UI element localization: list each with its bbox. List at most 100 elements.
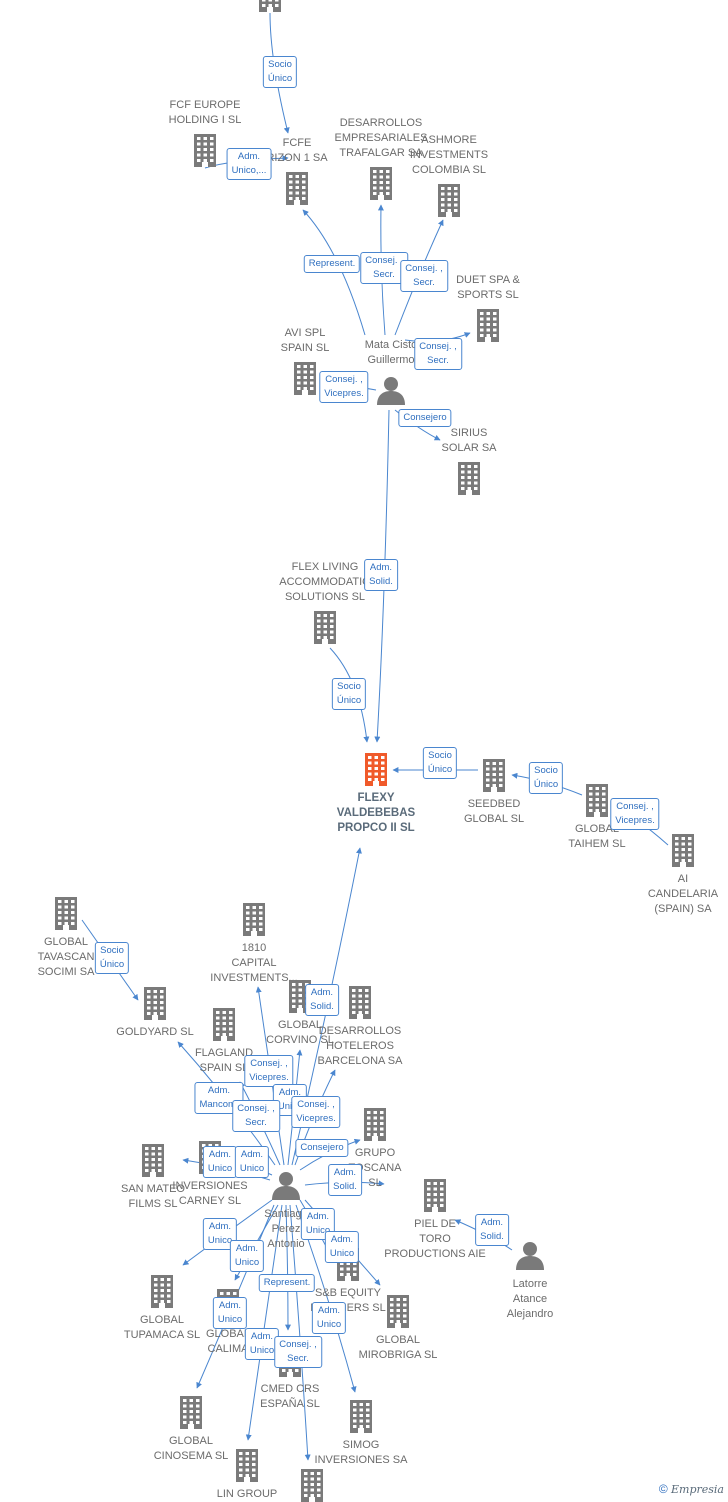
building-icon [180,1396,202,1429]
node-label: Latorre Atance Alejandro [506,1278,554,1320]
company-node[interactable]: GLOBAL TAIHEM SL [568,784,626,850]
company-node[interactable]: S&B EQUITY PARTNERS SL [310,1248,386,1314]
company-node[interactable] [301,1469,323,1502]
edge-line [284,1204,291,1331]
main-company-node[interactable]: FLEXY VALDEBEBAS PROPCO II SL [337,753,415,834]
building-icon [314,611,336,644]
edge-label[interactable]: Consej. , Secr. [414,338,462,370]
edge-label[interactable]: Adm. Unico [311,1302,347,1334]
company-node[interactable]: DESARROLLOS EMPRESARIALES TRAFALGAR SA [335,117,427,200]
node-label: GLOBAL TAVASCAN SOCIMI SA [37,936,95,978]
edge-label[interactable]: Consejero [295,1139,349,1157]
building-icon [55,897,77,930]
company-node[interactable]: SIMOG INVERSIONES SA [315,1400,407,1466]
edge-label[interactable]: Adm. Unico,... [226,148,272,180]
company-node[interactable]: LIN GROUP [217,1449,277,1500]
company-node[interactable]: ASHMORE INVESTMENTS COLOMBIA SL [410,134,488,217]
node-label: GLOBAL CORVINO SL [266,1019,334,1046]
person-node[interactable]: Santiago Perez Antonio [264,1172,308,1250]
company-node[interactable]: GLOBAL CINOSEMA SL [154,1396,228,1462]
building-icon [477,309,499,342]
company-node[interactable]: FLAGLAND SPAIN SL [195,1008,253,1074]
company-node[interactable]: GRUPO TOSCANA SL [349,1108,401,1189]
node-label: FCF EUROPE HOLDING I SL [168,99,242,126]
company-node[interactable]: GOLDYARD SL [116,987,194,1038]
building-icon [586,784,608,817]
copyright: © Empresia [659,1482,724,1496]
node-label: GLOBAL CALIMA [205,1328,251,1355]
company-node[interactable]: GLOBAL CORVINO SL [266,980,334,1046]
company-node[interactable]: 1810 CAPITAL INVESTMENTS... [210,903,298,984]
person-icon [516,1242,544,1270]
edge-label[interactable]: Consej. , Vicepres. [244,1055,294,1087]
edge-label[interactable]: Adm. Unico [234,1146,270,1178]
person-icon [377,377,405,405]
edge-label[interactable]: Adm. Unico [244,1328,280,1360]
edge-label[interactable]: Represent. [303,255,361,273]
edge-label[interactable]: Consej. , Secr. [360,252,408,284]
company-node[interactable]: DUET SPA & SPORTS SL [456,274,520,342]
edge-label[interactable]: Consejero [398,409,452,427]
edge-label[interactable]: Adm. Unico [229,1240,265,1272]
node-label: FLAGLAND SPAIN SL [194,1047,254,1074]
node-label: FLEX LIVING ACCOMMODATIO SOLUTIONS SL [279,561,371,603]
edge-label[interactable]: Adm. Unico [212,1297,248,1329]
edge-label[interactable]: Adm. Solid. [364,559,398,591]
edge-label[interactable]: Consej. , Vicepres. [291,1096,341,1128]
node-label: GOLDYARD SL [116,1026,194,1038]
company-node[interactable]: GLOBAL TAVASCAN SOCIMI SA [38,897,94,978]
edge-label[interactable]: Adm. Unico [202,1218,238,1250]
company-node[interactable]: FCF EUROPE HOLDING I SL [169,99,241,167]
building-icon [672,834,694,867]
company-node[interactable]: GLOBAL MIROBRIGA SL [359,1295,437,1361]
edge-label[interactable]: Socio Único [94,942,130,974]
brand-logo: Empresia [671,1483,724,1496]
company-node[interactable]: GLOBAL TUPAMACA SL [124,1275,200,1341]
edge-label[interactable]: Adm. Solid. [328,1164,362,1196]
building-icon [144,987,166,1020]
edge-label[interactable]: Adm. Solid. [305,984,339,1016]
building-icon [243,903,265,936]
main-building-icon [365,753,387,786]
company-node[interactable]: SAN MATEO FILMS SL [121,1144,185,1210]
company-node[interactable]: PIEL DE TORO PRODUCTIONS AIE [384,1179,486,1260]
building-icon [350,1400,372,1433]
edge-label[interactable]: Adm. Unico [202,1146,238,1178]
edge-label[interactable]: Adm. Solid. [475,1214,509,1246]
node-label: SEEDBED GLOBAL SL [463,798,525,825]
edge-label[interactable]: Consej. , Vicepres. [319,371,369,403]
person-node[interactable]: Latorre Atance Alejandro [507,1242,553,1320]
person-node[interactable]: Mata Cisto Guillermo [365,339,417,405]
company-node[interactable]: AI CANDELARIA (SPAIN) SA [648,834,718,915]
node-label: SIMOG INVERSIONES SA [314,1439,408,1466]
building-icon [286,172,308,205]
building-icon [387,1295,409,1328]
company-node[interactable]: AVI SPL SPAIN SL [281,327,329,395]
edge-label[interactable]: Socio Único [331,678,367,710]
company-node[interactable]: FLEX LIVING ACCOMMODATIO SOLUTIONS SL [279,561,371,644]
node-label: FLEXY VALDEBEBAS PROPCO II SL [336,792,416,834]
edge-label[interactable]: Socio Único [422,747,458,779]
copyright-symbol: © [658,1482,668,1496]
building-icon [438,184,460,217]
edge-label[interactable]: Represent. [258,1274,316,1292]
node-label: 1810 CAPITAL INVESTMENTS... [210,942,298,984]
edge-label[interactable]: Adm. Unico [324,1231,360,1263]
company-node[interactable]: FCFE RIZON 1 SA [266,137,328,205]
edge-label[interactable]: Consej. , Vicepres. [610,798,660,830]
company-node[interactable]: SIRIUS SOLAR SA [441,427,497,495]
node-label: GLOBAL CINOSEMA SL [153,1435,229,1462]
edge-label[interactable]: Socio Único [528,762,564,794]
edge-label[interactable]: Socio Único [262,56,298,88]
edge-label[interactable]: Consej. , Secr. [274,1336,322,1368]
node-label: PIEL DE TORO PRODUCTIONS AIE [384,1218,486,1260]
company-node[interactable]: SEEDBED GLOBAL SL [464,759,524,825]
edge-label[interactable]: Consej. , Secr. [232,1100,280,1132]
building-icon [483,759,505,792]
edge-label[interactable]: Consej. , Secr. [400,260,448,292]
company-node[interactable]: DESARROLLOS HOTELEROS BARCELONA SA [318,986,402,1067]
person-icon [272,1172,300,1200]
building-icon [142,1144,164,1177]
